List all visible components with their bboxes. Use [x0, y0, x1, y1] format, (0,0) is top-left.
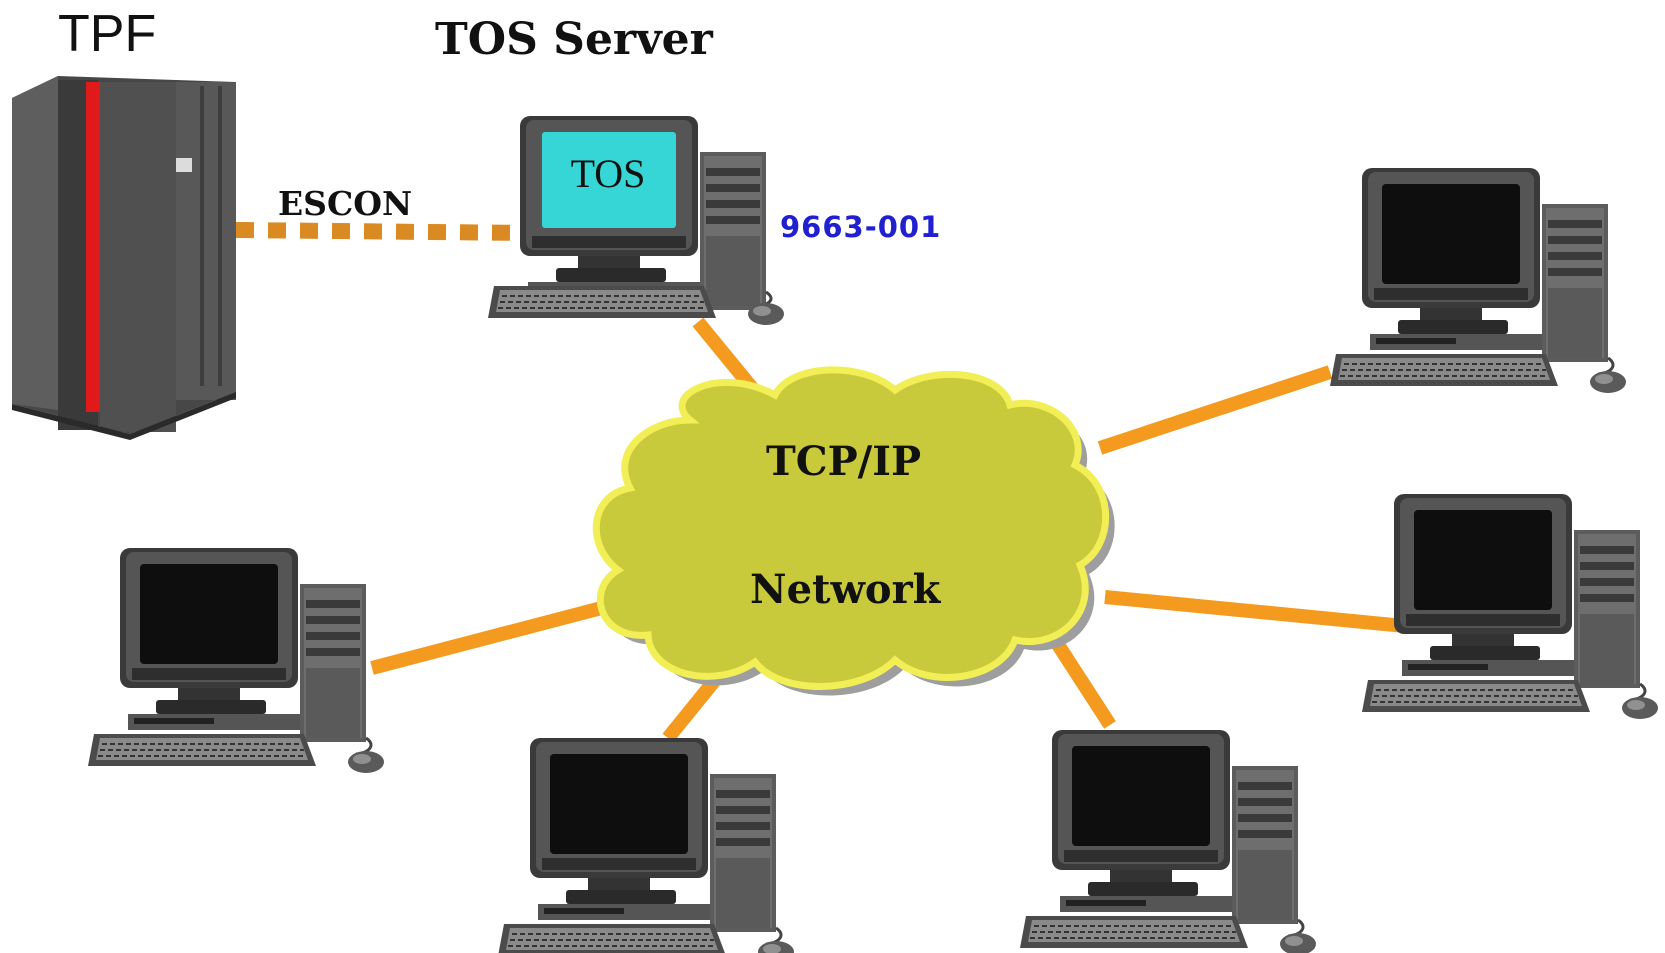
client-computer-left — [86, 546, 386, 775]
cloud-icon — [592, 366, 1115, 696]
network-links — [370, 317, 1416, 743]
escon-label: ESCON — [278, 184, 413, 223]
server-screen — [542, 132, 676, 228]
escon-link — [235, 222, 531, 241]
tos-server-computer — [488, 116, 784, 325]
network-protocol-label: TCP/IP — [766, 438, 922, 485]
server-screen-label: TOS — [570, 151, 646, 196]
link-network-client-bottom-left — [662, 675, 721, 743]
network-label: Network — [750, 566, 941, 613]
link-network-client-left — [370, 593, 634, 675]
mainframe-icon — [12, 76, 236, 440]
link-network-client-right-top — [1097, 365, 1333, 455]
client-computer-bottom-left — [496, 736, 796, 953]
client-computer-bottom-right — [1018, 728, 1318, 953]
client-computer-right-mid — [1360, 492, 1660, 721]
mainframe-label: TPF — [58, 5, 157, 63]
link-network-client-right-mid — [1104, 590, 1416, 634]
tos-server-label: TOS Server — [435, 14, 713, 65]
model-number-label: 9663-001 — [780, 210, 942, 244]
client-computer-right-top — [1328, 166, 1628, 395]
link-network-client-bottom-right — [1049, 636, 1116, 729]
